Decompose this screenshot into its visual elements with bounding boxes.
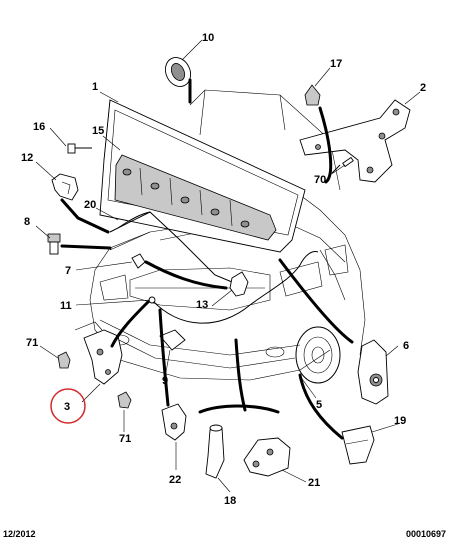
callout-21: 21 <box>308 477 320 489</box>
clip-bracket-12 <box>51 173 79 201</box>
highlight-circle <box>50 388 86 424</box>
callout-71-upper: 71 <box>26 337 38 349</box>
connector-lines <box>60 78 354 440</box>
cable-lever-22 <box>161 403 187 441</box>
callout-2: 2 <box>420 82 426 94</box>
bolt-70 <box>331 156 354 174</box>
callout-10: 10 <box>202 32 214 44</box>
hood-hinge-2 <box>299 99 411 183</box>
hood-insulation-pad <box>114 154 277 241</box>
callout-7: 7 <box>65 265 71 277</box>
rubber-stop-71-upper <box>57 351 71 369</box>
hood-lock-3 <box>74 321 123 385</box>
release-handle-18 <box>205 424 225 479</box>
footer-date: 12/2012 <box>3 529 36 539</box>
callout-12: 12 <box>21 152 33 164</box>
callout-5: 5 <box>316 399 322 411</box>
bolt-8 <box>47 233 61 255</box>
rod-clip-7 <box>131 253 146 269</box>
callout-3: 3 <box>64 401 70 413</box>
callout-labels: 1 2 3 5 6 7 8 9 10 11 12 13 15 16 17 18 … <box>21 32 426 507</box>
callout-16: 16 <box>33 121 45 133</box>
cable-guide-9 <box>159 329 186 351</box>
callout-22: 22 <box>169 474 181 486</box>
callout-20: 20 <box>84 199 96 211</box>
hood-prop-rod <box>109 211 233 283</box>
callout-1: 1 <box>92 81 98 93</box>
callout-15: 15 <box>92 125 104 137</box>
rubber-stop-17 <box>304 84 321 106</box>
callout-71-lower: 71 <box>119 433 131 445</box>
leader-lines <box>35 39 421 493</box>
callout-13: 13 <box>196 299 208 311</box>
rod-holder-13 <box>229 271 249 297</box>
callout-17: 17 <box>330 58 342 70</box>
callout-6: 6 <box>403 340 409 352</box>
footer-reference: 00010697 <box>405 529 446 539</box>
callout-19: 19 <box>394 415 406 427</box>
callout-11: 11 <box>60 300 72 312</box>
callout-9: 9 <box>162 375 168 387</box>
callout-18: 18 <box>224 495 236 507</box>
clip-19 <box>341 425 375 465</box>
callout-70: 70 <box>314 174 326 186</box>
lock-bracket-6 <box>357 339 389 405</box>
callout-8: 8 <box>24 216 30 228</box>
rubber-stop-71-lower <box>117 391 132 409</box>
release-cable <box>151 251 319 324</box>
release-bracket-21 <box>243 437 291 477</box>
bolt-16 <box>67 143 92 154</box>
hood-bumper-10 <box>164 57 192 87</box>
